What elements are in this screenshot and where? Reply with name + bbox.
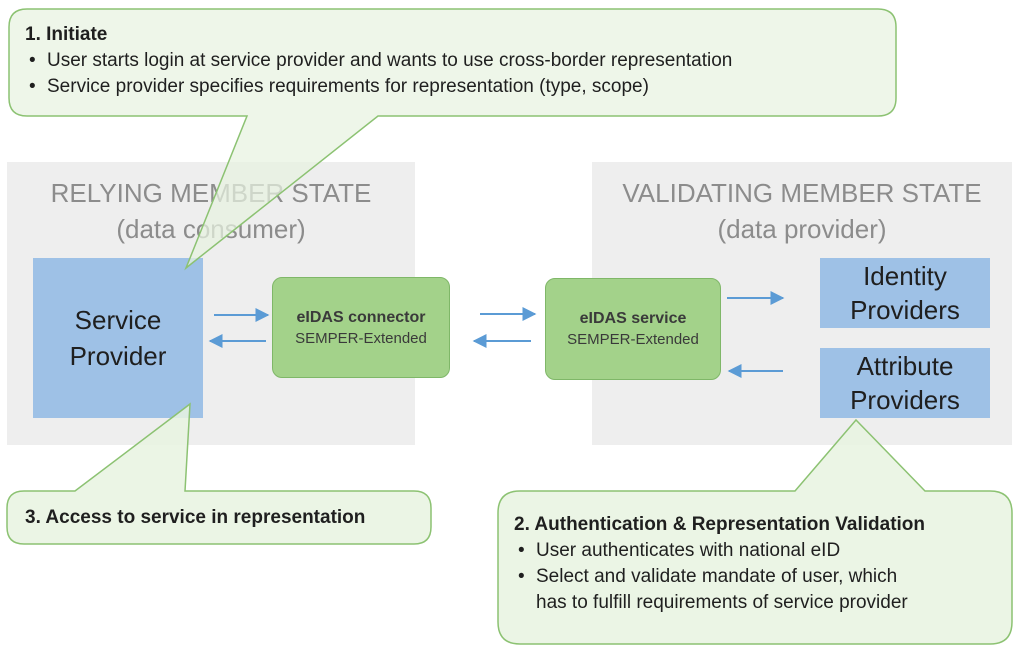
eidas-service-subtitle: SEMPER-Extended [567, 331, 699, 348]
eidas-connector-box: eIDAS connector SEMPER-Extended [272, 277, 450, 378]
service-provider-box: Service Provider [33, 258, 203, 418]
region-validating-title: VALIDATING MEMBER STATE (data provider) [592, 175, 1012, 247]
identity-providers-line1: Identity [863, 261, 947, 291]
callout-auth-list: User authenticates with national eID Sel… [514, 538, 1009, 616]
callout-access-shape [6, 402, 432, 545]
callout-initiate-bullet: Service provider specifies requirements … [25, 74, 890, 100]
callout-auth-bullet-continuation: has to fulfill requirements of service p… [536, 592, 908, 613]
region-relying-title: RELYING MEMBER STATE (data consumer) [7, 175, 415, 247]
callout-initiate-list: User starts login at service provider an… [25, 48, 890, 100]
callout-initiate: 1. Initiate User starts login at service… [25, 22, 890, 100]
service-provider-line2: Provider [69, 341, 167, 371]
eidas-connector-title: eIDAS connector [296, 308, 426, 326]
identity-providers-line2: Providers [850, 295, 960, 325]
service-provider-line1: Service [74, 305, 162, 335]
eidas-connector-subtitle: SEMPER-Extended [295, 329, 427, 347]
callout-auth-bullet: User authenticates with national eID [514, 538, 1009, 564]
callout-initiate-bullet: User starts login at service provider an… [25, 48, 890, 74]
callout-auth-bullet: Select and validate mandate of user, whi… [514, 564, 1009, 590]
callout-auth-title: 2. Authentication & Representation Valid… [514, 514, 926, 535]
region-validating-line1: VALIDATING MEMBER STATE [622, 178, 982, 208]
region-relying-line1: RELYING MEMBER STATE [50, 178, 372, 208]
attribute-providers-line2: Providers [850, 385, 960, 415]
attribute-providers-line1: Attribute [856, 351, 954, 381]
callout-initiate-title: 1. Initiate [25, 24, 108, 45]
eidas-service-title: eIDAS service [579, 310, 687, 327]
attribute-providers-box: Attribute Providers [820, 348, 990, 418]
callout-access-title: 3. Access to service in representation [25, 507, 366, 528]
eidas-service-box: eIDAS service SEMPER-Extended [545, 278, 721, 380]
region-validating-line2: (data provider) [717, 214, 887, 244]
callout-auth: 2. Authentication & Representation Valid… [514, 512, 1009, 616]
callout-access: 3. Access to service in representation [25, 505, 425, 531]
identity-providers-box: Identity Providers [820, 258, 990, 328]
